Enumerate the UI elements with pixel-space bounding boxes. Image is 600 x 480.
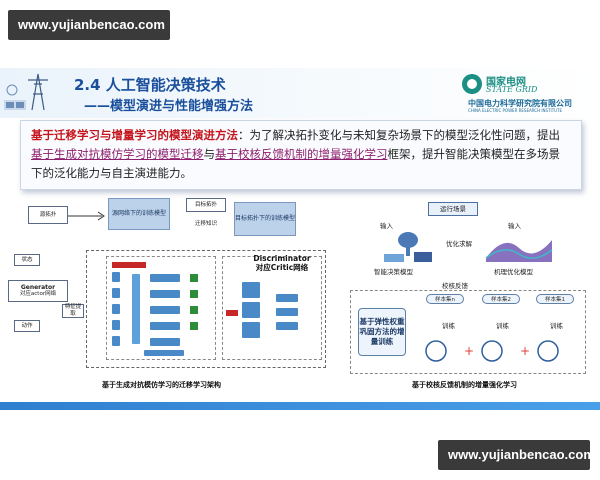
watermark-bottom: www.yujianbencao.com xyxy=(438,440,595,470)
net-output xyxy=(190,274,198,282)
disc-red-block xyxy=(226,310,238,316)
discriminator-label: Discriminator 对应Critic网络 xyxy=(240,254,324,272)
generator-box: Generator 对应actor网络 xyxy=(8,280,68,302)
summary-part2: 与 xyxy=(203,147,216,161)
train-label: 训练 xyxy=(550,322,563,330)
disc-out-block xyxy=(276,322,298,330)
left-caption: 基于生成对抗模仿学习的迁移学习架构 xyxy=(102,381,221,389)
footer-bar xyxy=(0,402,600,410)
net-output xyxy=(190,322,198,330)
decision-model-label: 智能决策模型 xyxy=(374,268,413,276)
source-model-box: 源网络下的训练模型 xyxy=(108,198,170,230)
net-block xyxy=(112,320,120,330)
net-row xyxy=(150,290,180,298)
net-block xyxy=(112,336,120,346)
watermark-top: www.yujianbencao.com xyxy=(8,10,170,40)
slide-title: 2.4 人工智能决策技术 xyxy=(74,76,226,94)
run-scene-box: 运行场景 xyxy=(428,202,478,216)
target-model-box: 目标拓扑下的训练模型 xyxy=(234,202,296,236)
feedback-label: 校核反馈 xyxy=(442,282,468,290)
source-topology-box: 源拓扑 xyxy=(28,206,68,224)
disc-block xyxy=(242,302,260,318)
slide: 2.4 人工智能决策技术 ——模型演进与性能增强方法 国家电网 STATE GR… xyxy=(0,68,600,412)
summary-method2: 基于校核反馈机制的增量强化学习 xyxy=(215,147,388,161)
net-row xyxy=(150,274,180,282)
net-block xyxy=(112,304,120,314)
right-caption: 基于校核反馈机制的增量强化学习 xyxy=(412,381,517,389)
optimize-label: 优化求解 xyxy=(446,240,472,248)
discriminator-sub: 对应Critic网络 xyxy=(255,263,309,272)
disc-block xyxy=(242,322,260,338)
sample-set-n: 样本集n xyxy=(426,294,464,304)
institute-name-en: CHINA ELECTRIC POWER RESEARCH INSTITUTE xyxy=(468,108,563,113)
disc-block xyxy=(242,282,260,298)
mechanism-model-label: 机理优化模型 xyxy=(494,268,533,276)
gail-framework-frame xyxy=(86,250,326,368)
net-block xyxy=(112,272,120,282)
discriminator-title: Discriminator xyxy=(253,254,311,263)
incremental-learning-diagram: 运行场景 输入 输入 优化求解 智能决策模型 机理优化模型 校核反馈 基于弹性权… xyxy=(344,196,594,396)
svg-text:+: + xyxy=(520,344,530,358)
summary-box: 基于迁移学习与增量学习的模型演进方法：为了解决拓扑变化与未知复杂场景下的模型泛化… xyxy=(20,120,582,190)
brain-icons: + + xyxy=(425,340,559,362)
state-grid-logo-icon xyxy=(462,74,482,94)
svg-text:+: + xyxy=(464,344,474,358)
institute-name: 中国电力科学研究院有限公司 xyxy=(468,99,572,108)
slide-subtitle: ——模型演进与性能增强方法 xyxy=(84,99,254,114)
generator-label: Generator xyxy=(20,284,56,291)
input-label-right: 输入 xyxy=(508,222,521,230)
state-box: 状态 xyxy=(14,254,40,266)
feature-extraction-box: 特征提取 xyxy=(62,304,84,318)
sample-set-1: 样本集1 xyxy=(536,294,574,304)
header-band xyxy=(0,68,600,118)
transfer-knowledge-label: 迁移知识 xyxy=(186,218,226,230)
decision-model-icon xyxy=(384,232,432,262)
arrow-icon xyxy=(68,211,105,221)
net-block xyxy=(112,288,120,298)
pointnet-block xyxy=(112,262,146,268)
generator-sub-label: 对应actor网络 xyxy=(19,291,57,297)
net-row xyxy=(150,338,180,346)
summary-part1: ：为了解决拓扑变化与未知复杂场景下的模型泛化性问题，提出 xyxy=(238,128,560,142)
power-tower-icon xyxy=(4,73,48,111)
net-row xyxy=(150,322,180,330)
generator-frame xyxy=(106,256,216,360)
net-output xyxy=(190,306,198,314)
summary-lead: 基于迁移学习与增量学习的模型演进方法 xyxy=(31,128,238,142)
disc-out-block xyxy=(276,308,298,316)
target-topology-box: 目标拓扑 xyxy=(186,198,226,212)
discriminator-frame xyxy=(222,256,322,360)
net-column xyxy=(132,274,140,344)
input-label-left: 输入 xyxy=(380,222,393,230)
mechanism-model-icon xyxy=(485,240,553,262)
action-box: 动作 xyxy=(14,320,40,332)
net-row xyxy=(150,306,180,314)
logo-text-en: STATE GRID xyxy=(486,85,538,94)
transfer-learning-diagram: 源拓扑 源网络下的训练模型 目标拓扑 迁移知识 目标拓扑下的训练模型 状态 Ge… xyxy=(8,196,338,396)
logo-text-cn: 国家电网 xyxy=(486,77,526,88)
summary-method1: 基于生成对抗模仿学习的模型迁移 xyxy=(31,147,204,161)
disc-out-block xyxy=(276,294,298,302)
incremental-frame xyxy=(350,290,586,374)
summary-part3: 框架，提升智能决策模型在多场景下的泛化能力与自主演进能力。 xyxy=(31,147,560,180)
ewc-method-box: 基于弹性权重巩固方法的增量训练 xyxy=(358,308,406,356)
sample-set-2: 样本集2 xyxy=(482,294,520,304)
net-output xyxy=(190,290,198,298)
train-label: 训练 xyxy=(442,322,455,330)
train-label: 训练 xyxy=(496,322,509,330)
net-merge xyxy=(144,350,184,356)
page-number: 14 xyxy=(572,395,582,403)
